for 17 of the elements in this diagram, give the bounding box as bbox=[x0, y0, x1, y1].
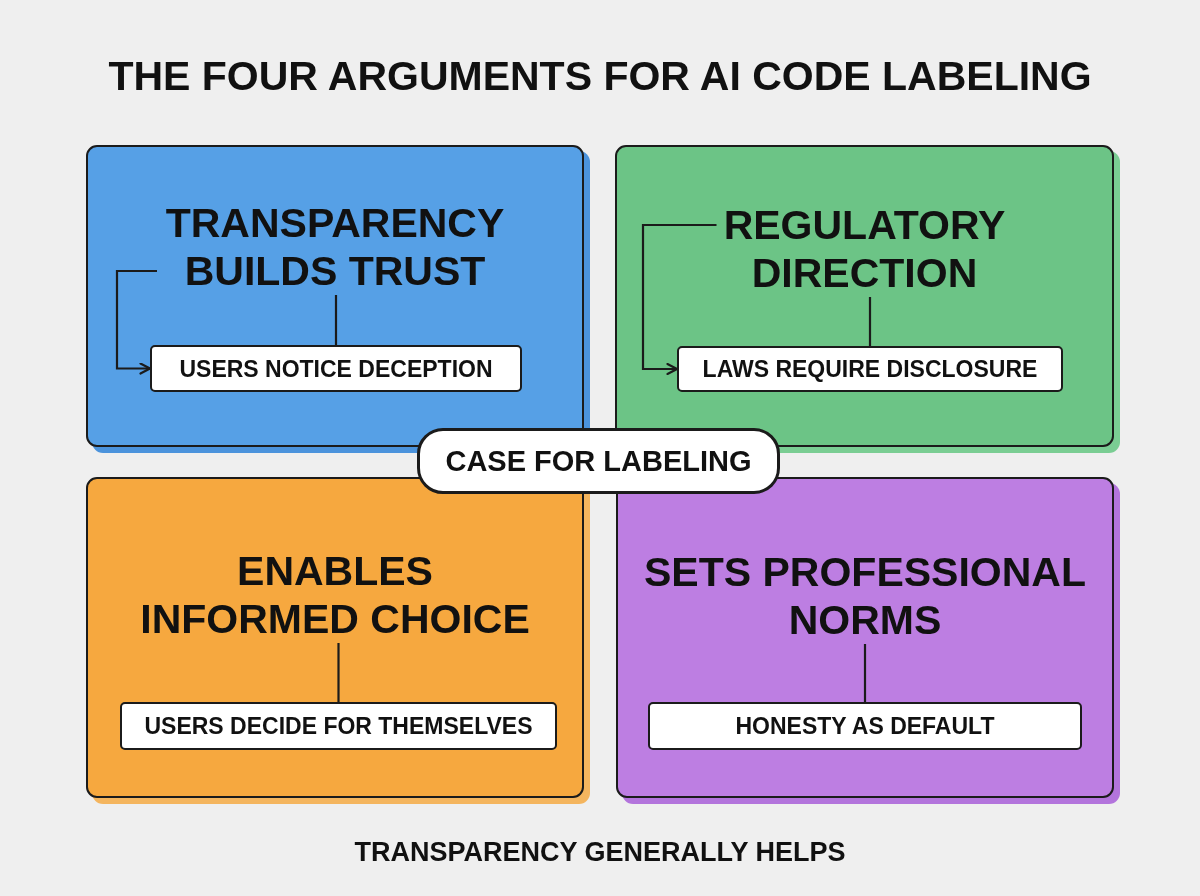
panel-heading: SETS PROFESSIONAL NORMS bbox=[637, 548, 1093, 644]
reason-box: USERS DECIDE FOR THEMSELVES bbox=[120, 702, 557, 750]
panel-heading: TRANSPARENCY BUILDS TRUST bbox=[157, 199, 513, 295]
reason-box: LAWS REQUIRE DISCLOSURE bbox=[677, 346, 1063, 392]
arrow bbox=[641, 223, 717, 376]
reason-box: USERS NOTICE DECEPTION bbox=[150, 345, 522, 392]
connector-line bbox=[334, 295, 338, 345]
panel-heading: ENABLES INFORMED CHOICE bbox=[133, 547, 537, 643]
reason-box: HONESTY AS DEFAULT bbox=[648, 702, 1082, 750]
connector-line bbox=[863, 644, 867, 702]
diagram-caption: TRANSPARENCY GENERALLY HELPS bbox=[354, 836, 846, 869]
panel-heading: REGULATORY DIRECTION bbox=[716, 201, 1013, 297]
center-label: CASE FOR LABELING bbox=[417, 428, 780, 494]
diagram-title: THE FOUR ARGUMENTS FOR AI CODE LABELING bbox=[108, 52, 1092, 101]
connector-line bbox=[337, 643, 340, 702]
connector-line bbox=[868, 297, 872, 346]
arrow bbox=[115, 269, 157, 375]
